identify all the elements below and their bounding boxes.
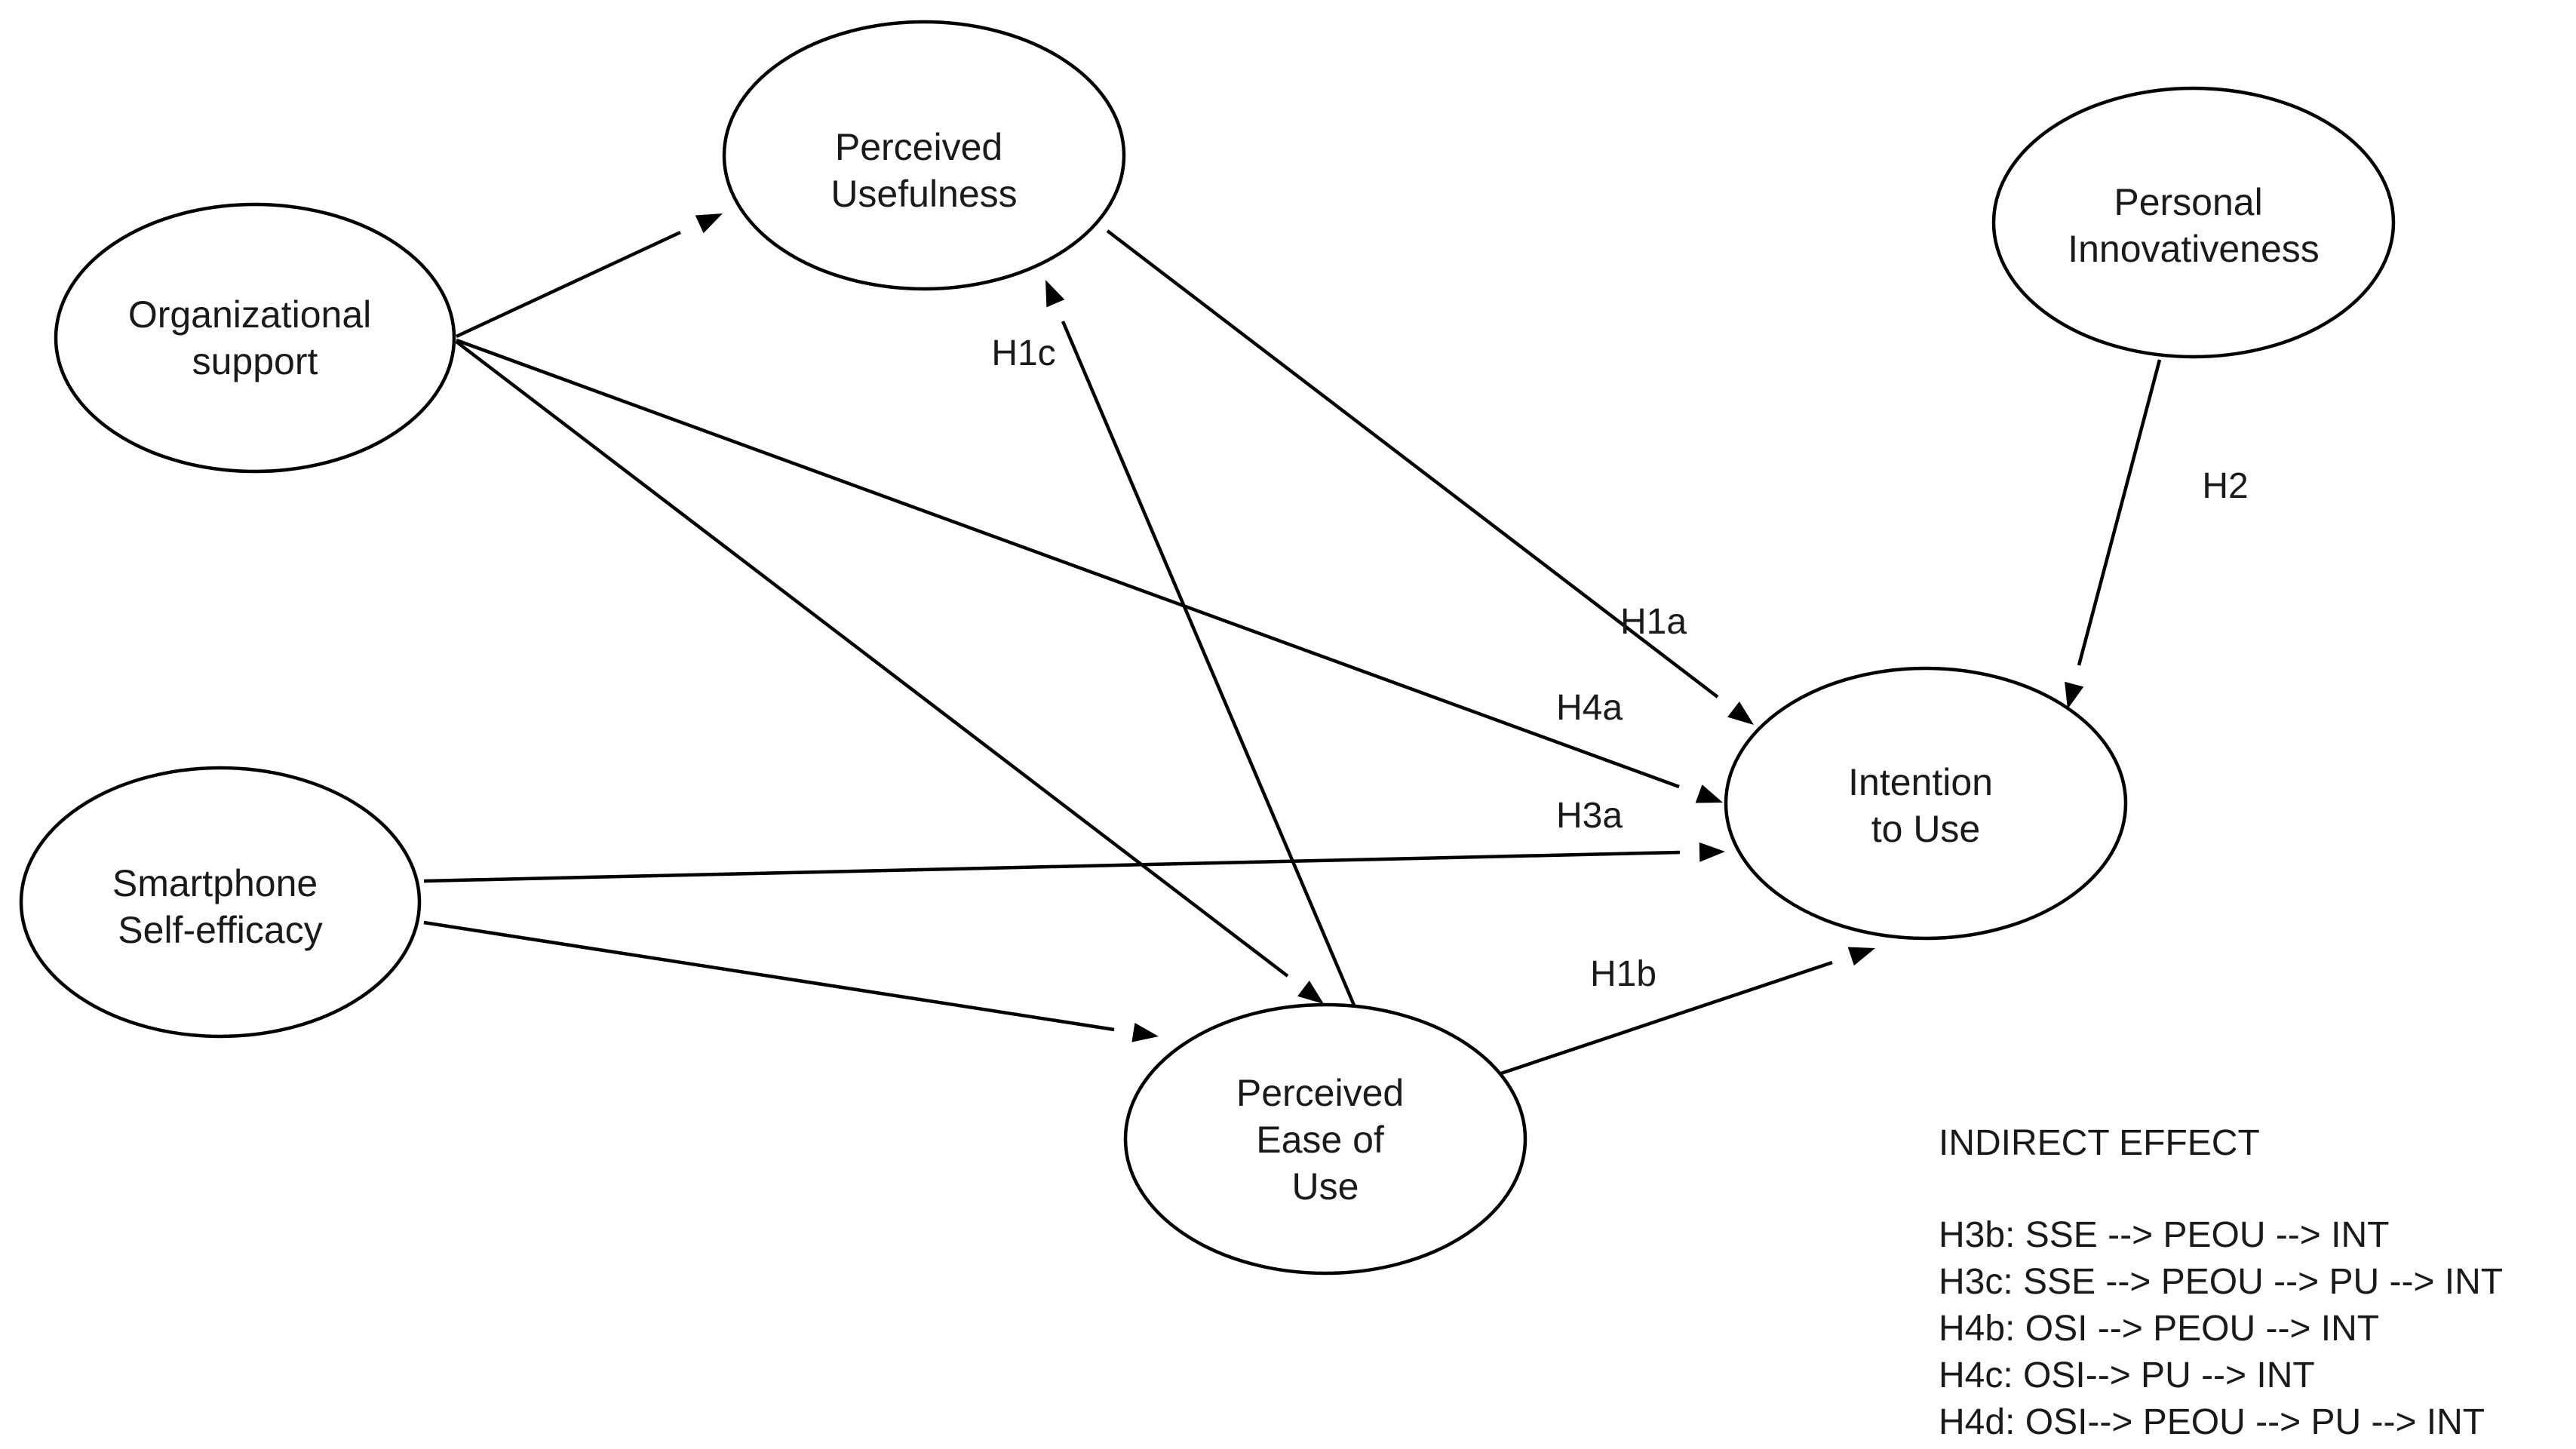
- node-perceived-usefulness: Perceived Usefulness: [722, 20, 1126, 291]
- node-perceived-ease-of-use: Perceived Ease of Use: [1123, 1002, 1527, 1276]
- node-label: Perceived Usefulness: [831, 126, 1017, 215]
- nodes: Organizational support Perceived Usefuln…: [19, 20, 2396, 1276]
- arrowhead-icon: [1045, 280, 1065, 308]
- arrowhead-icon: [1131, 1022, 1159, 1042]
- node-label-line: Smartphone: [112, 862, 318, 904]
- node-label-line: Personal: [2114, 181, 2262, 223]
- node-label-line: Perceived: [1236, 1072, 1404, 1114]
- edge-peou-to-int: [1496, 947, 1875, 1077]
- indirect-effect-line: H4c: OSI--> PU --> INT: [1939, 1355, 2315, 1395]
- edge-label-h3a: H3a: [1556, 796, 1623, 836]
- node-label-line: Usefulness: [831, 173, 1017, 215]
- edge-pu-to-int: [1106, 229, 1754, 725]
- edge-label-h1c: H1c: [991, 333, 1055, 373]
- arrowhead-icon: [2065, 681, 2084, 709]
- node-label: Organizational support: [128, 293, 382, 382]
- edge-label-h1b: H1b: [1590, 954, 1656, 994]
- indirect-effect-title: INDIRECT EFFECT: [1939, 1123, 2260, 1163]
- node-intention-to-use: Intention to Use: [1724, 666, 2128, 941]
- node-label-line: support: [192, 340, 318, 382]
- node-label-line: Self-efficacy: [118, 909, 322, 951]
- node-organizational-support: Organizational support: [54, 202, 456, 474]
- arrowhead-icon: [1727, 701, 1754, 725]
- arrowhead-icon: [1847, 947, 1875, 966]
- arrowhead-icon: [1297, 981, 1324, 1004]
- edges: [423, 213, 2162, 1077]
- node-label: Intention to Use: [1848, 761, 2003, 850]
- node-smartphone-self-efficacy: Smartphone Self-efficacy: [19, 766, 422, 1039]
- edge-peou-to-pu: [1045, 280, 1359, 1013]
- arrowhead-icon: [695, 213, 723, 234]
- node-label-line: to Use: [1871, 808, 1981, 850]
- indirect-effect-line: H4b: OSI --> PEOU --> INT: [1939, 1309, 2379, 1349]
- node-personal-innovativeness: Personal Innovativeness: [1991, 86, 2396, 359]
- node-label: Perceived Ease of Use: [1236, 1072, 1414, 1208]
- node-label-line: Organizational: [128, 293, 371, 336]
- edge-os-to-peou: [455, 340, 1324, 1004]
- indirect-effect-line: H4d: OSI--> PEOU --> PU --> INT: [1939, 1402, 2485, 1442]
- indirect-effect-line: H3c: SSE --> PEOU --> PU --> INT: [1939, 1262, 2503, 1302]
- edge-label-h4a: H4a: [1556, 688, 1623, 728]
- edge-sse-to-int: [423, 842, 1725, 883]
- node-label-line: Perceived: [835, 126, 1002, 168]
- node-label-line: Ease of: [1256, 1119, 1384, 1161]
- edge-labels: H1c H1a H4a H3a H1b H2: [991, 333, 2248, 994]
- edge-label-h1a: H1a: [1620, 602, 1687, 642]
- indirect-effect-note: INDIRECT EFFECT H3b: SSE --> PEOU --> IN…: [1939, 1123, 2503, 1442]
- edge-label-h2: H2: [2202, 466, 2248, 506]
- edge-pi-to-int: [2065, 359, 2162, 709]
- node-label-line: Use: [1292, 1165, 1359, 1208]
- node-label: Personal Innovativeness: [2068, 181, 2320, 270]
- node-label-line: Intention: [1848, 761, 1993, 803]
- edge-os-to-int: [456, 338, 1723, 803]
- edge-os-to-pu: [456, 213, 723, 339]
- edge-sse-to-peou: [423, 920, 1159, 1042]
- arrowhead-icon: [1695, 784, 1723, 803]
- indirect-effect-line: H3b: SSE --> PEOU --> INT: [1939, 1215, 2389, 1255]
- node-label-line: Innovativeness: [2068, 228, 2320, 270]
- node-label: Smartphone Self-efficacy: [112, 862, 328, 951]
- arrowhead-icon: [1699, 842, 1725, 862]
